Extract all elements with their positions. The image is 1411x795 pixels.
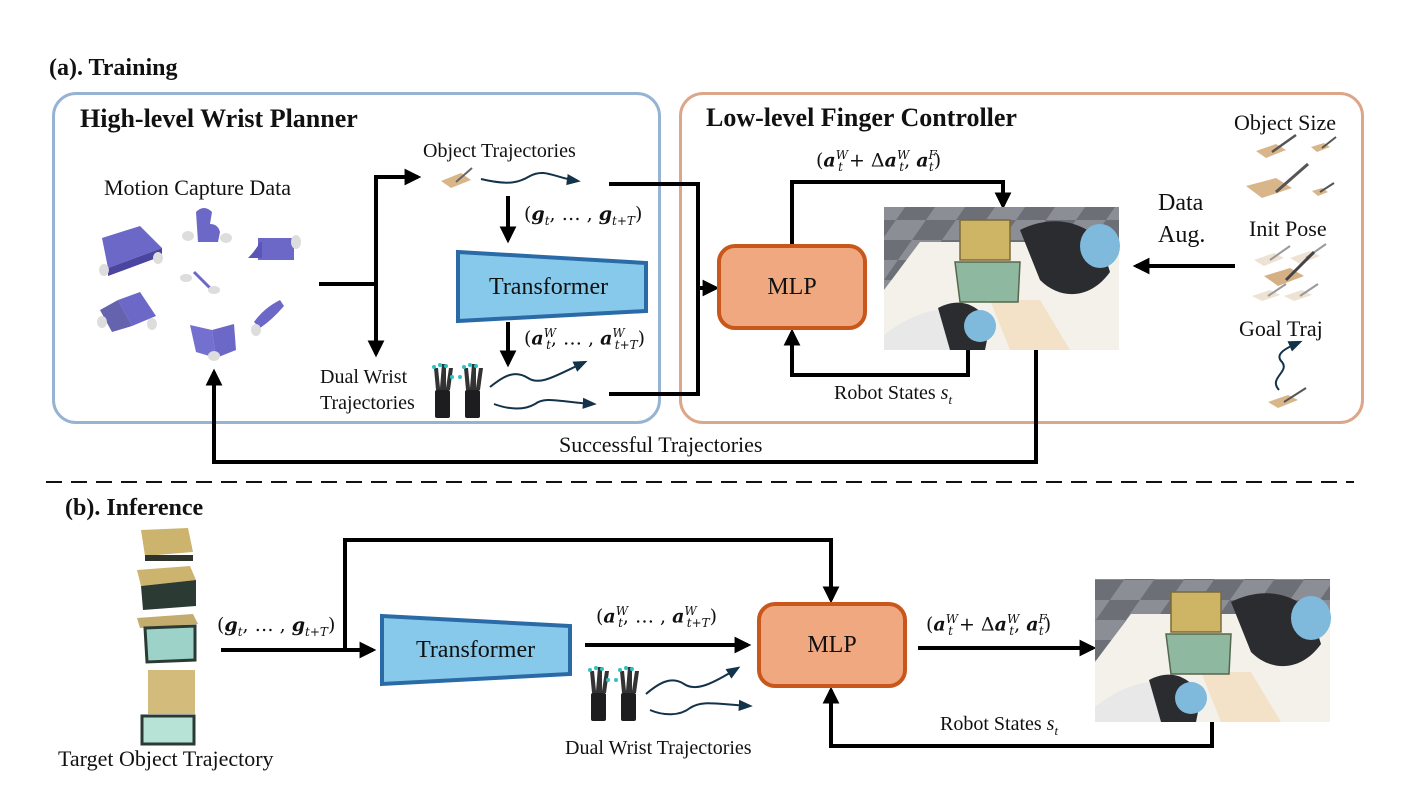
box-frame-opening-2 <box>137 614 198 664</box>
goal-sequence-formula: (gt, … , gt+T) <box>524 203 643 228</box>
mocap-mug-object <box>182 208 232 243</box>
arrow-goal-to-mlp-inference <box>343 538 840 650</box>
transformer-block-training <box>456 249 648 324</box>
box-frame-opening-1 <box>137 566 196 610</box>
wrist-planner-title: High-level Wrist Planner <box>80 104 358 133</box>
transformer-label-training: Transformer <box>489 274 609 300</box>
inference-section-title: (b). Inference <box>65 495 204 521</box>
init-pose-label: Init Pose <box>1249 216 1327 241</box>
transformer-label-inference: Transformer <box>416 637 536 663</box>
object-trajectory-curve <box>480 171 581 186</box>
mocap-microwave-object <box>97 292 157 332</box>
finger-controller-title: Low-level Finger Controller <box>706 103 1017 132</box>
arrow-robot-states-training <box>783 328 970 377</box>
init-pose-thumbnails <box>1252 243 1327 301</box>
training-connectors <box>205 168 1235 464</box>
motion-capture-objects <box>97 208 301 361</box>
dual-wrist-label-line1: Dual Wrist <box>320 366 408 388</box>
successful-trajectories-label: Successful Trajectories <box>559 432 763 457</box>
motion-capture-label: Motion Capture Data <box>104 175 291 200</box>
data-aug-label-line1: Data <box>1158 190 1204 216</box>
arrow-robot-states-inference <box>822 686 1214 748</box>
mocap-scissors-object <box>180 270 220 294</box>
box-frame-closed <box>141 528 193 561</box>
simulation-render-inference <box>1095 579 1331 722</box>
mocap-box-object <box>99 226 163 276</box>
robot-states-label-training: Robot States st <box>834 382 953 407</box>
box-frame-open <box>140 670 196 746</box>
wrist-trajectory-curve-lower-inference <box>649 699 753 716</box>
arrow-mlp-to-sim-training <box>790 180 1012 244</box>
robot-hands-icon-inference <box>588 666 639 721</box>
object-size-label: Object Size <box>1234 110 1337 135</box>
object-trajectories-label: Object Trajectories <box>423 140 576 162</box>
finger-controller-panel <box>679 92 1364 424</box>
target-object-trajectory-label: Target Object Trajectory <box>58 746 274 771</box>
arrow-successful-trajectories <box>205 350 1038 464</box>
goal-traj-thumbnail <box>1268 340 1307 408</box>
wrist-planner-panel <box>52 92 661 424</box>
dual-wrist-label-inference: Dual Wrist Trajectories <box>565 737 752 759</box>
wrist-trajectory-curve-lower <box>493 397 597 410</box>
mlp-label-inference: MLP <box>807 631 857 658</box>
training-section-title: (a). Training <box>49 55 178 81</box>
mlp-label-training: MLP <box>767 273 817 300</box>
mocap-toy-object <box>251 300 284 336</box>
inference-connectors <box>221 538 1214 748</box>
mocap-joystick-object <box>248 235 301 260</box>
wrist-actions-formula-inference: (aWt, … , aWt+T) <box>596 604 718 631</box>
data-aug-label-line2: Aug. <box>1158 222 1206 248</box>
wrist-actions-formula: (aWt, … , aWt+T) <box>524 326 646 353</box>
object-trajectory-icon <box>441 167 473 188</box>
robot-hands-icon-training <box>432 363 483 418</box>
mlp-box-training: MLP <box>717 244 867 330</box>
action-formula-training: (aWt + ΔaWt, aFt) <box>816 148 942 175</box>
wrist-trajectory-curve-upper <box>489 360 588 388</box>
transformer-block-inference <box>380 613 572 687</box>
mlp-box-inference: MLP <box>757 602 907 688</box>
wrist-trajectory-curve-upper-inference <box>645 666 741 695</box>
arrow-to-object-trajectories <box>374 168 422 284</box>
object-traj-to-mlp-line <box>609 182 700 288</box>
mocap-book-object <box>190 324 236 361</box>
goal-sequence-formula-inference: (gt, … , gt+T) <box>217 614 336 639</box>
dual-wrist-label-line2: Trajectories <box>320 392 415 414</box>
action-formula-inference: (aWt + ΔaWt, aFt) <box>926 612 1052 639</box>
robot-states-label-inference: Robot States st <box>940 713 1059 738</box>
object-size-thumbnails <box>1246 133 1337 198</box>
target-object-frames <box>137 528 198 746</box>
simulation-render-training <box>884 207 1120 350</box>
wrist-traj-to-mlp-line <box>609 288 700 396</box>
goal-traj-label: Goal Traj <box>1239 316 1323 341</box>
